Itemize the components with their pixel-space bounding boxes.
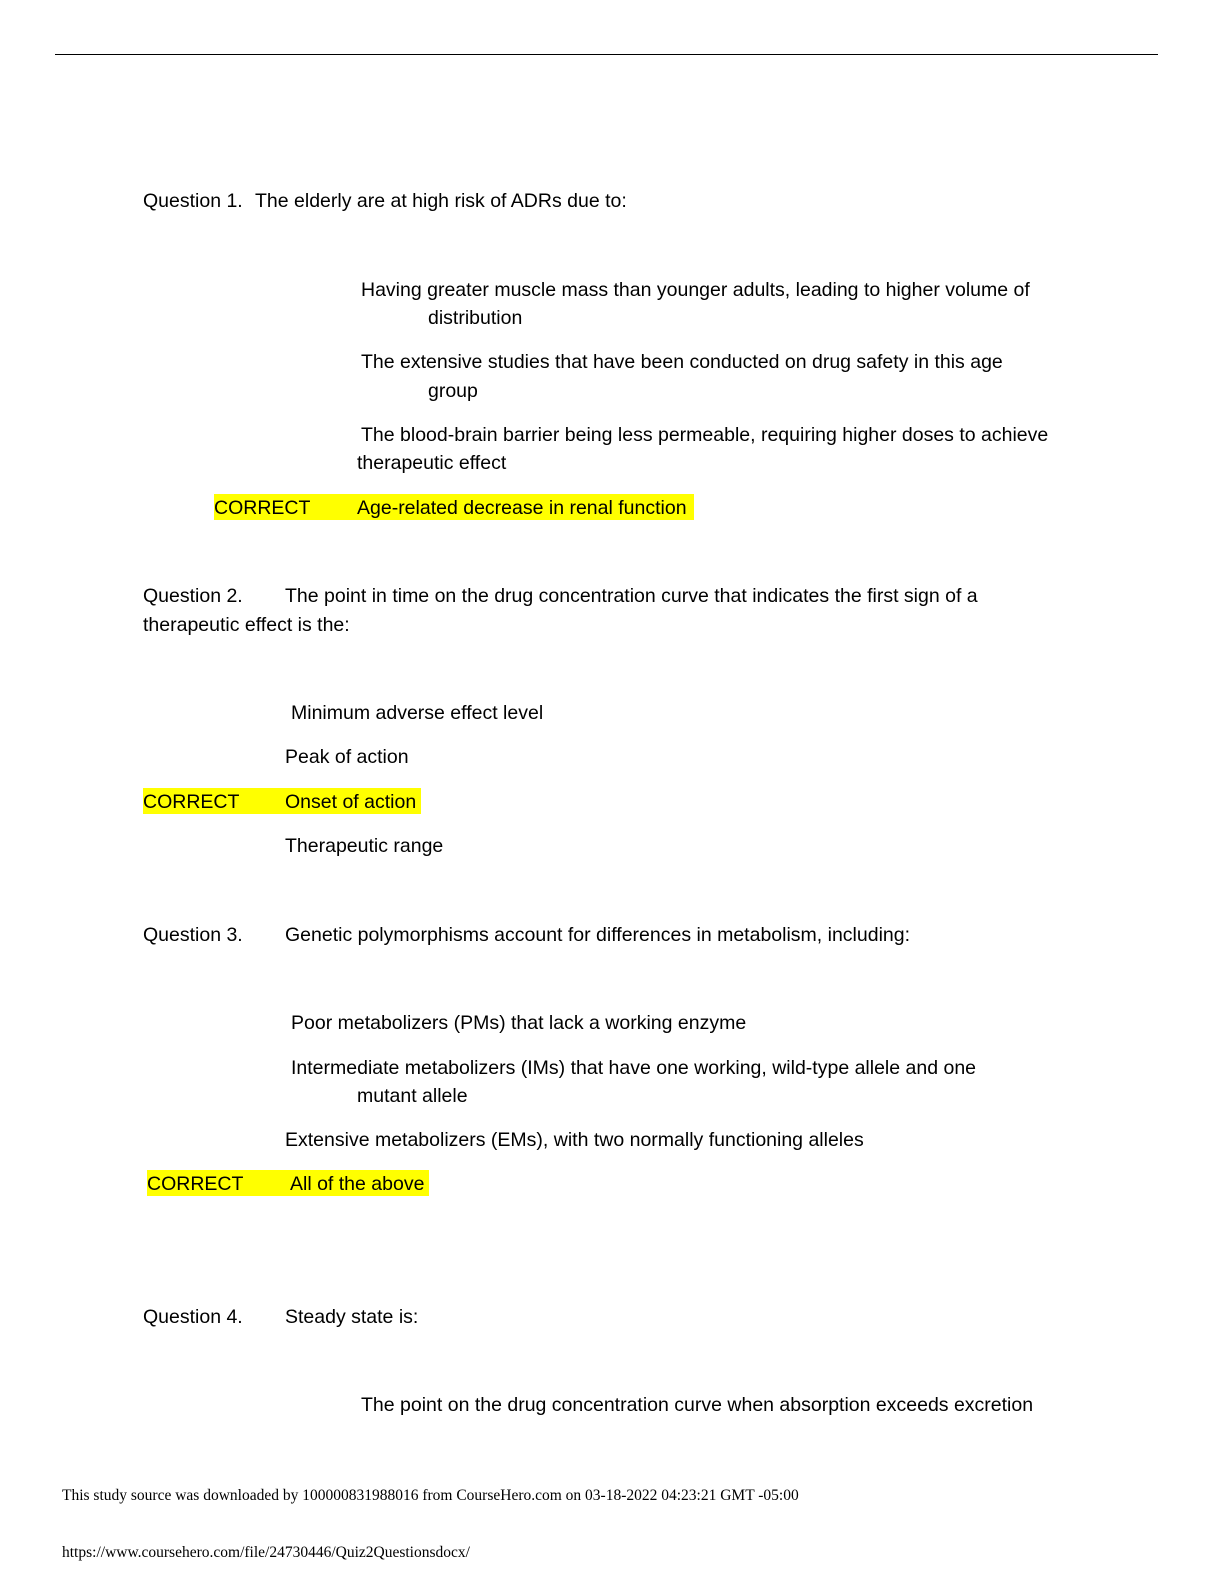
q1-option-2-line1: The extensive studies that have been con… (361, 351, 1003, 373)
q3-correct-answer: All of the above (290, 1173, 425, 1195)
question-2-label: Question 2. (143, 585, 243, 607)
q4-option-1: The point on the drug concentration curv… (361, 1394, 1034, 1416)
header-rule (55, 54, 1158, 55)
q2-option-4: Therapeutic range (285, 835, 444, 857)
source-url-link[interactable]: https://www.coursehero.com/file/24730446… (62, 1544, 470, 1561)
q1-option-2-line2: group (428, 380, 478, 402)
q2-correct-highlight (143, 788, 421, 814)
q1-option-1-line2: distribution (428, 307, 523, 329)
q1-correct-highlight (214, 494, 694, 520)
q1-correct-tag: CORRECT (214, 497, 311, 519)
q2-option-2: Peak of action (285, 746, 409, 768)
question-1-stem: The elderly are at high risk of ADRs due… (255, 190, 627, 212)
q2-option-1: Minimum adverse effect level (291, 702, 544, 724)
question-2-stem-line2: therapeutic effect is the: (143, 614, 350, 636)
q3-correct-highlight (147, 1170, 429, 1196)
q3-correct-tag: CORRECT (147, 1173, 244, 1195)
question-1-label: Question 1. (143, 190, 243, 212)
q2-correct-tag: CORRECT (143, 791, 240, 813)
q3-option-3: Extensive metabolizers (EMs), with two n… (285, 1129, 864, 1151)
question-3-stem: Genetic polymorphisms account for differ… (285, 924, 911, 946)
q1-option-1-line1: Having greater muscle mass than younger … (361, 279, 1030, 301)
download-source-notice: This study source was downloaded by 1000… (62, 1487, 799, 1504)
q3-option-1: Poor metabolizers (PMs) that lack a work… (291, 1012, 747, 1034)
question-2-stem-line1: The point in time on the drug concentrat… (285, 585, 978, 607)
q1-correct-answer: Age-related decrease in renal function (357, 497, 687, 519)
question-4-stem: Steady state is: (285, 1306, 419, 1328)
q2-correct-answer: Onset of action (285, 791, 417, 813)
q1-option-3-line2: therapeutic effect (357, 452, 507, 474)
question-3-label: Question 3. (143, 924, 243, 946)
q3-option-2-line2: mutant allele (357, 1085, 468, 1107)
question-4-label: Question 4. (143, 1306, 243, 1328)
q1-option-3-line1: The blood-brain barrier being less perme… (361, 424, 1049, 446)
q3-option-2-line1: Intermediate metabolizers (IMs) that hav… (291, 1057, 977, 1079)
